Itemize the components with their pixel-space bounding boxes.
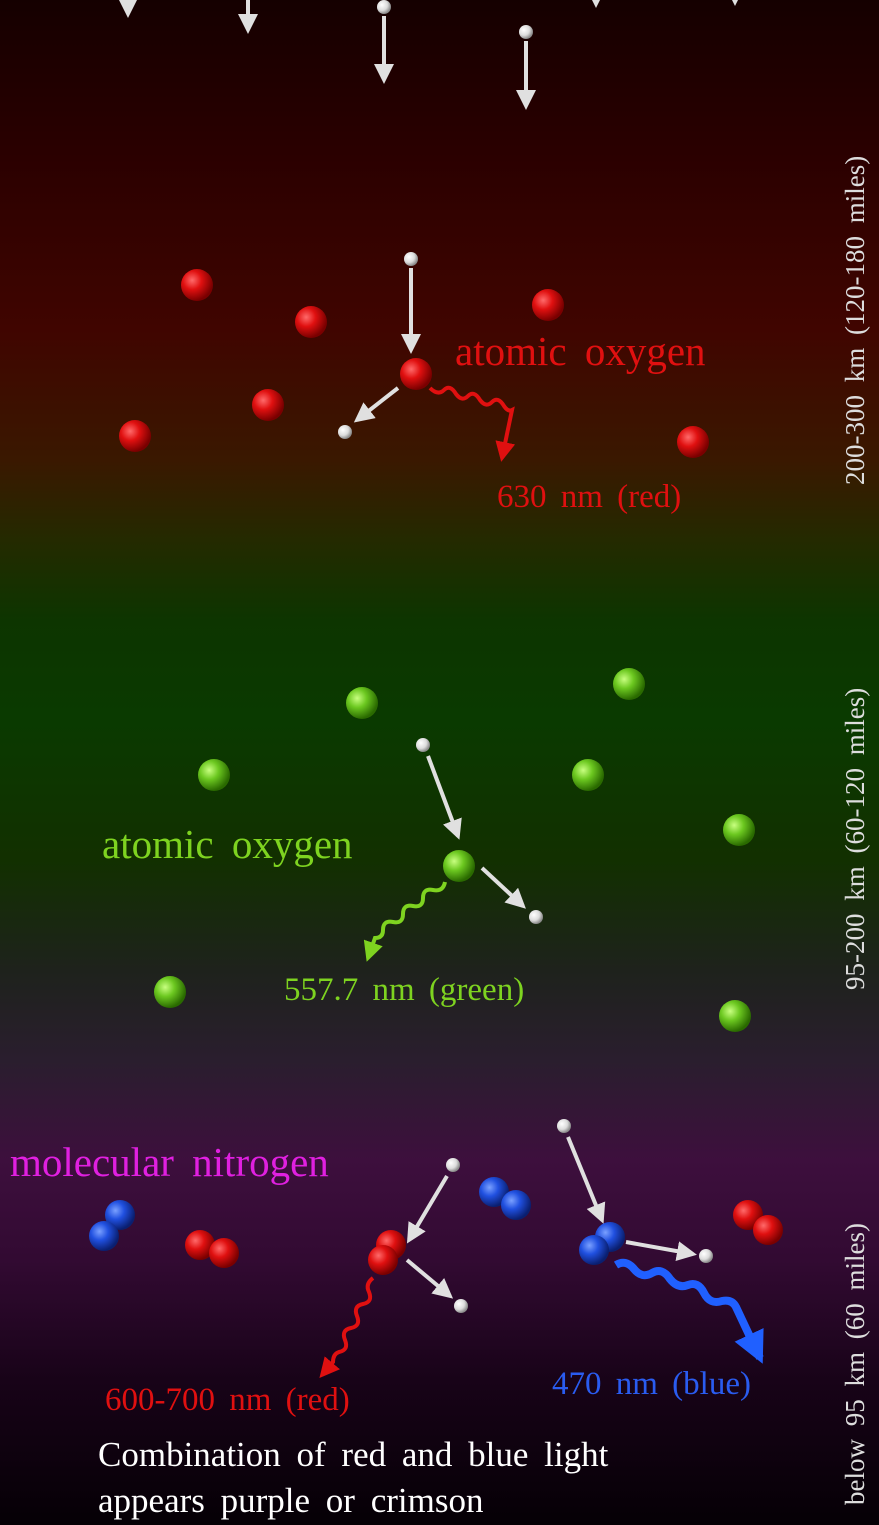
caption-line-1: Combination of red and blue light xyxy=(98,1435,609,1474)
green-photon-wave xyxy=(363,881,447,962)
oxygen-atom-red xyxy=(181,269,213,301)
electron xyxy=(377,0,391,14)
electron xyxy=(529,910,543,924)
electron xyxy=(446,1158,460,1172)
red-photon-wave xyxy=(428,385,516,462)
electron xyxy=(519,25,533,39)
nitrogen-molecule-blue xyxy=(89,1200,135,1251)
oxygen-atom-red xyxy=(119,420,151,452)
upper-layer-atoms xyxy=(119,269,709,458)
electron xyxy=(699,1249,713,1263)
oxygen-atom-green xyxy=(198,759,230,791)
oxygen-atom-green xyxy=(346,687,378,719)
altitude-label-upper: 200-300 km (120-180 miles) xyxy=(840,156,870,485)
oxygen-atom-green xyxy=(572,759,604,791)
electron xyxy=(338,425,352,439)
blue-photon-wave xyxy=(613,1258,764,1364)
oxygen-atom-red xyxy=(295,306,327,338)
excited-nitrogen-molecule-blue xyxy=(579,1222,625,1265)
middle-wavelength-label: 557.7 nm (green) xyxy=(284,972,524,1008)
nitrogen-molecule-red xyxy=(733,1200,783,1245)
electron xyxy=(416,738,430,752)
upper-collision xyxy=(338,252,516,462)
oxygen-atom-green xyxy=(723,814,755,846)
lower-wavelength-red-label: 600-700 nm (red) xyxy=(105,1382,350,1418)
lower-species-label: molecular nitrogen xyxy=(10,1139,329,1185)
lower-layer-molecules xyxy=(89,1177,783,1275)
lower-collisions xyxy=(319,1119,764,1379)
electron xyxy=(557,1119,571,1133)
upper-species-label: atomic oxygen xyxy=(455,328,706,374)
oxygen-atom-green xyxy=(719,1000,751,1032)
electron xyxy=(404,252,418,266)
excited-oxygen-atom-green xyxy=(443,850,475,882)
red-photon-wave xyxy=(319,1276,375,1379)
incoming-electrons-top xyxy=(118,0,745,110)
lower-wavelength-blue-label: 470 nm (blue) xyxy=(552,1366,751,1402)
middle-layer-atoms xyxy=(154,668,755,1032)
caption-line-2: appears purple or crimson xyxy=(98,1481,483,1520)
excited-nitrogen-molecule-red xyxy=(368,1230,406,1275)
electron xyxy=(454,1299,468,1313)
oxygen-atom-red xyxy=(677,426,709,458)
oxygen-atom-green xyxy=(613,668,645,700)
nitrogen-molecule-blue xyxy=(479,1177,531,1220)
altitude-label-lower: below 95 km (60 miles) xyxy=(840,1223,870,1505)
oxygen-atom-green xyxy=(154,976,186,1008)
middle-species-label: atomic oxygen xyxy=(102,821,353,867)
altitude-label-middle: 95-200 km (60-120 miles) xyxy=(840,688,870,990)
middle-collision xyxy=(363,738,543,962)
excited-oxygen-atom-red xyxy=(400,358,432,390)
oxygen-atom-red xyxy=(252,389,284,421)
oxygen-atom-red xyxy=(532,289,564,321)
nitrogen-molecule-red xyxy=(185,1230,239,1268)
upper-wavelength-label: 630 nm (red) xyxy=(497,479,681,515)
